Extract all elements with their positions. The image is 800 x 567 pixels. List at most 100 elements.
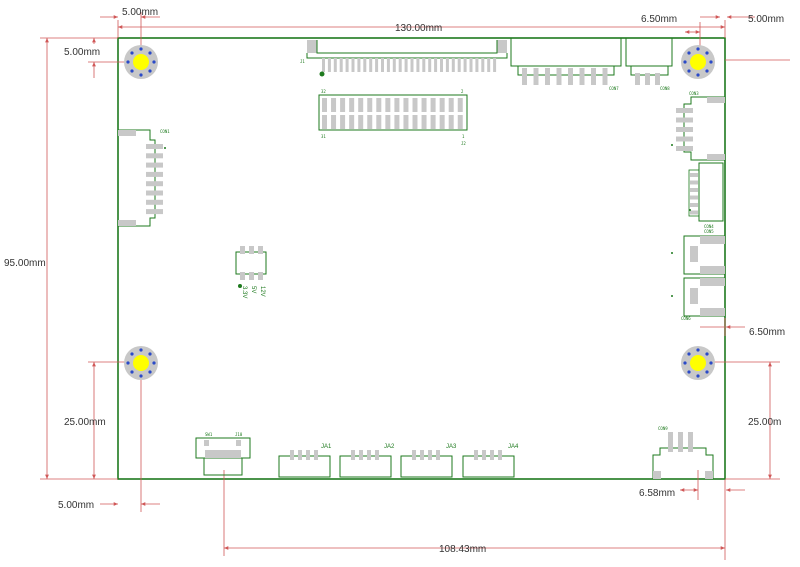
header-pin-1: 1 bbox=[462, 134, 465, 139]
usb-label-right: J10 bbox=[235, 432, 243, 437]
con7-pin bbox=[568, 68, 573, 85]
j1-pin bbox=[428, 58, 432, 72]
con4-pin bbox=[690, 180, 698, 185]
voltage-3v3: 3.3V bbox=[241, 286, 247, 298]
con7-pin bbox=[545, 68, 550, 85]
j1-pin bbox=[463, 58, 467, 72]
j1-pin bbox=[392, 58, 396, 72]
con7-pin bbox=[522, 68, 527, 85]
j1-pin bbox=[487, 58, 491, 72]
usb-connector: SW1 J10 bbox=[195, 432, 251, 476]
j1-pin bbox=[381, 58, 384, 72]
con1-pin bbox=[146, 171, 163, 177]
header-pin bbox=[421, 98, 427, 112]
connector-con8: CON8 bbox=[625, 37, 673, 91]
header-pin bbox=[376, 98, 382, 112]
header-pin bbox=[385, 115, 391, 129]
j1-pin bbox=[493, 58, 497, 72]
header-pin-32: 32 bbox=[321, 89, 326, 94]
header-pin bbox=[358, 98, 364, 112]
con3-pin bbox=[676, 146, 693, 151]
con1-pin bbox=[146, 199, 163, 205]
j1-pin bbox=[345, 58, 349, 72]
connector-con7: CON7 bbox=[510, 37, 622, 91]
board-outline bbox=[117, 37, 726, 480]
header-pin bbox=[412, 115, 418, 129]
mounting-hole-bottom-left bbox=[124, 346, 158, 380]
ja1-label: JA1 bbox=[321, 444, 332, 450]
dim-board-width: 130.00mm bbox=[395, 23, 442, 34]
con1-pin bbox=[146, 181, 163, 187]
j1-pin bbox=[363, 58, 367, 72]
con1-pin bbox=[146, 162, 163, 168]
dim-top-left: 5.00mm bbox=[122, 7, 158, 18]
mounting-hole-bottom-right bbox=[681, 346, 715, 380]
j1-pin bbox=[333, 58, 337, 72]
con1-label: CON1 bbox=[160, 129, 170, 134]
j1-pin bbox=[322, 58, 325, 72]
voltage-12v: 12V bbox=[259, 286, 265, 297]
header-pin bbox=[430, 98, 436, 112]
header-pin bbox=[385, 98, 391, 112]
header-pin bbox=[340, 115, 346, 129]
connector-ja3: JA3 bbox=[400, 444, 457, 478]
header-pin bbox=[439, 115, 445, 129]
dim-top-right-offset: 5.00mm bbox=[748, 14, 784, 25]
con3-pin bbox=[676, 117, 693, 123]
con1-pin bbox=[146, 153, 163, 159]
j1-pin bbox=[457, 58, 461, 72]
header-pin bbox=[430, 115, 436, 129]
dim-right-hole: 25.00m bbox=[748, 417, 781, 428]
header-pin bbox=[331, 98, 337, 112]
header-pin bbox=[412, 98, 418, 112]
con7-pin bbox=[579, 68, 585, 85]
j1-label: J1 bbox=[300, 59, 305, 64]
con4-label: CON4 bbox=[704, 224, 714, 229]
header-pin bbox=[421, 115, 427, 129]
j1-pin bbox=[451, 58, 455, 72]
dim-bottom-span: 108.43mm bbox=[439, 544, 486, 555]
header-pin bbox=[403, 98, 409, 112]
lvds-connector-j1: J1 bbox=[300, 40, 508, 77]
usb-label-left: SW1 bbox=[205, 432, 213, 437]
con4-pin bbox=[690, 188, 698, 192]
j1-pin bbox=[481, 58, 485, 72]
header-pin bbox=[457, 98, 463, 112]
header-pin bbox=[331, 115, 337, 129]
connector-con1: CON1 bbox=[118, 129, 170, 227]
mounting-hole-top-right bbox=[681, 45, 715, 79]
j1-pin bbox=[351, 58, 355, 72]
con1-pin bbox=[146, 209, 163, 215]
header-pin bbox=[448, 115, 454, 129]
header-pin bbox=[394, 98, 400, 112]
header-pin bbox=[349, 115, 355, 129]
j1-pin bbox=[398, 58, 402, 72]
dim-board-height: 95.00mm bbox=[4, 258, 46, 269]
con1-pin bbox=[146, 190, 163, 196]
dim-right-connector: 6.50mm bbox=[749, 327, 785, 338]
j1-pin bbox=[469, 58, 473, 72]
con7-pin bbox=[556, 68, 562, 85]
connector-ja1: JA1 bbox=[278, 444, 332, 478]
header-pin bbox=[322, 115, 327, 129]
ja2-label: JA2 bbox=[384, 444, 395, 450]
header-pin bbox=[376, 115, 382, 129]
j1-pin bbox=[416, 58, 420, 72]
ja3-label: JA3 bbox=[446, 444, 457, 450]
con3-pin bbox=[676, 108, 693, 113]
j1-pin bbox=[475, 58, 479, 72]
con3-label: CON3 bbox=[689, 91, 699, 96]
dim-left-hole: 25.00mm bbox=[64, 417, 106, 428]
header-pin bbox=[340, 98, 346, 112]
connector-ja2: JA2 bbox=[339, 444, 395, 478]
con3-pin bbox=[676, 136, 693, 142]
con7-label: CON7 bbox=[609, 86, 619, 91]
con8-label: CON8 bbox=[660, 86, 670, 91]
con4-pin bbox=[690, 210, 698, 215]
j1-pin bbox=[369, 58, 373, 72]
header-pin bbox=[358, 115, 364, 129]
header-pin bbox=[403, 115, 409, 129]
voltage-5v: 5V bbox=[250, 286, 256, 293]
header-pin bbox=[367, 115, 373, 129]
header-pin bbox=[457, 115, 463, 129]
